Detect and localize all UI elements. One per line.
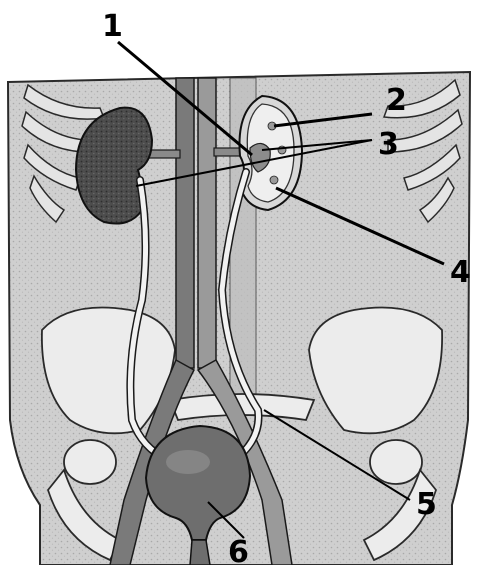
label-3: 3 bbox=[378, 127, 399, 162]
label-5: 5 bbox=[416, 487, 437, 522]
label-1: 1 bbox=[102, 9, 123, 44]
label-2: 2 bbox=[386, 83, 407, 118]
label-4: 4 bbox=[450, 255, 471, 290]
label-6: 6 bbox=[228, 535, 249, 565]
